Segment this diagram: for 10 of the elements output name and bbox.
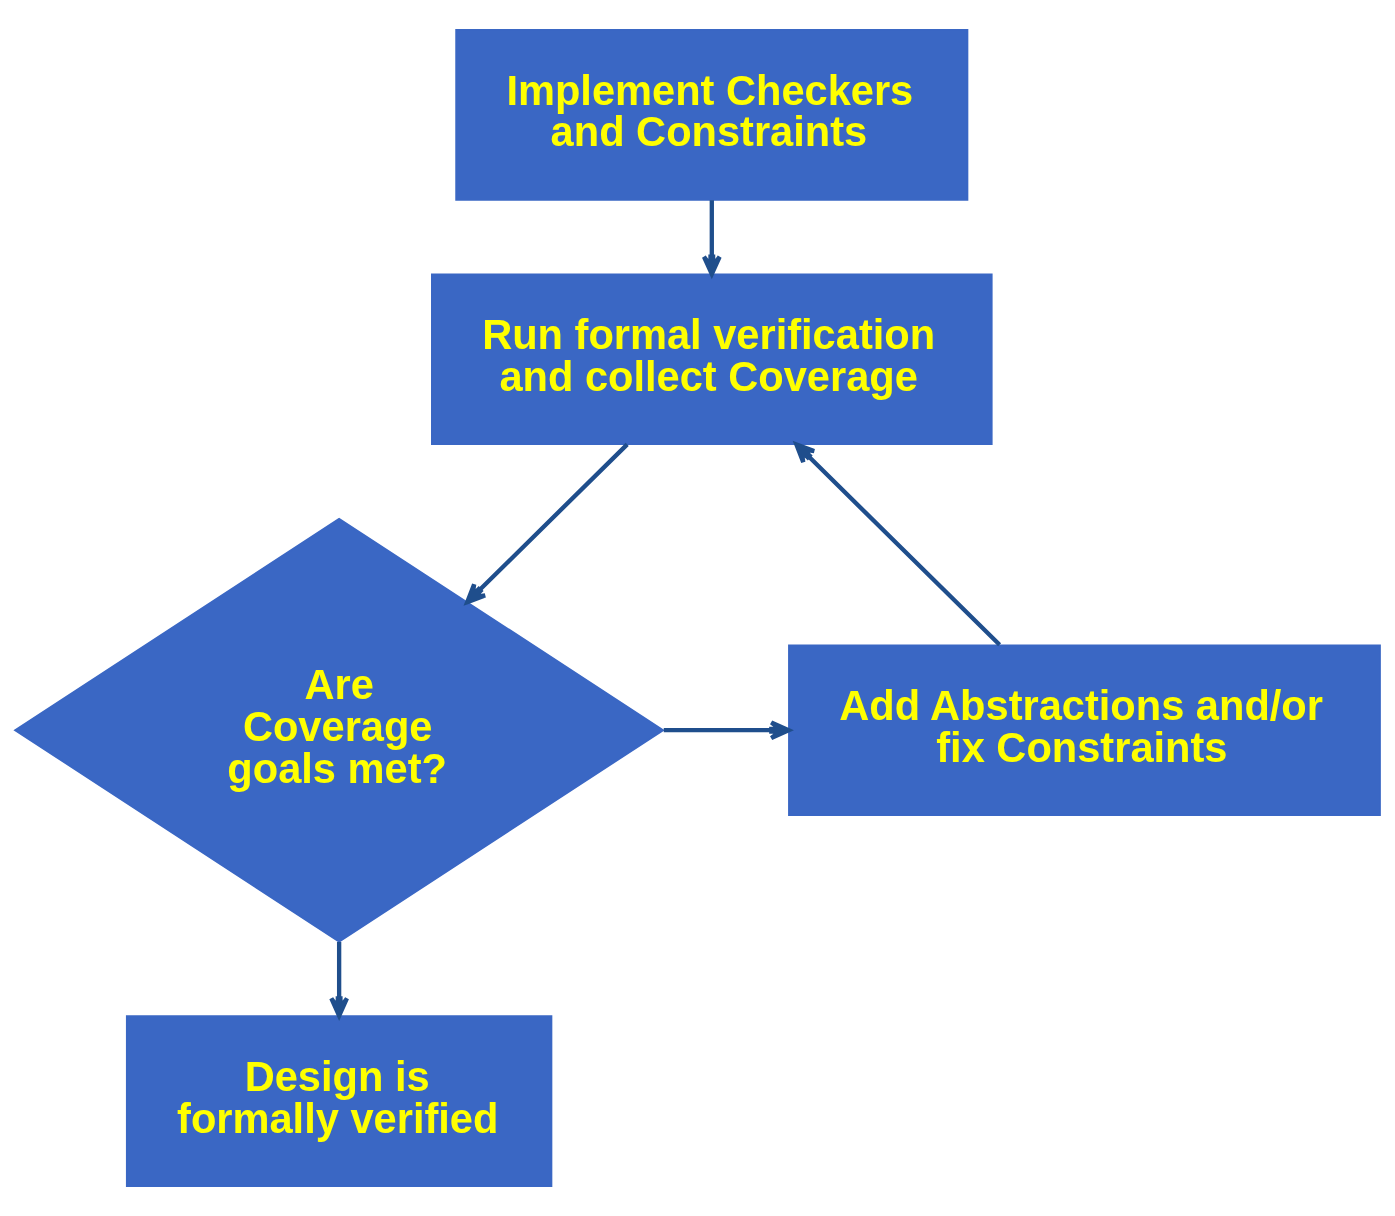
arrow — [663, 720, 791, 741]
node-box: Run formal verification and collect Coverage — [431, 273, 993, 446]
node-diamond: Are Coverage goals met? — [13, 517, 665, 943]
node-box: Add Abstractions and/or fix Constraints — [788, 644, 1381, 816]
node-box: Implement Checkers and Constraints — [455, 29, 969, 201]
arrow — [329, 941, 350, 1018]
arrow — [465, 442, 629, 605]
arrow — [794, 442, 1002, 647]
node-box: Design is formally verified — [125, 1015, 553, 1187]
arrow — [701, 200, 722, 277]
